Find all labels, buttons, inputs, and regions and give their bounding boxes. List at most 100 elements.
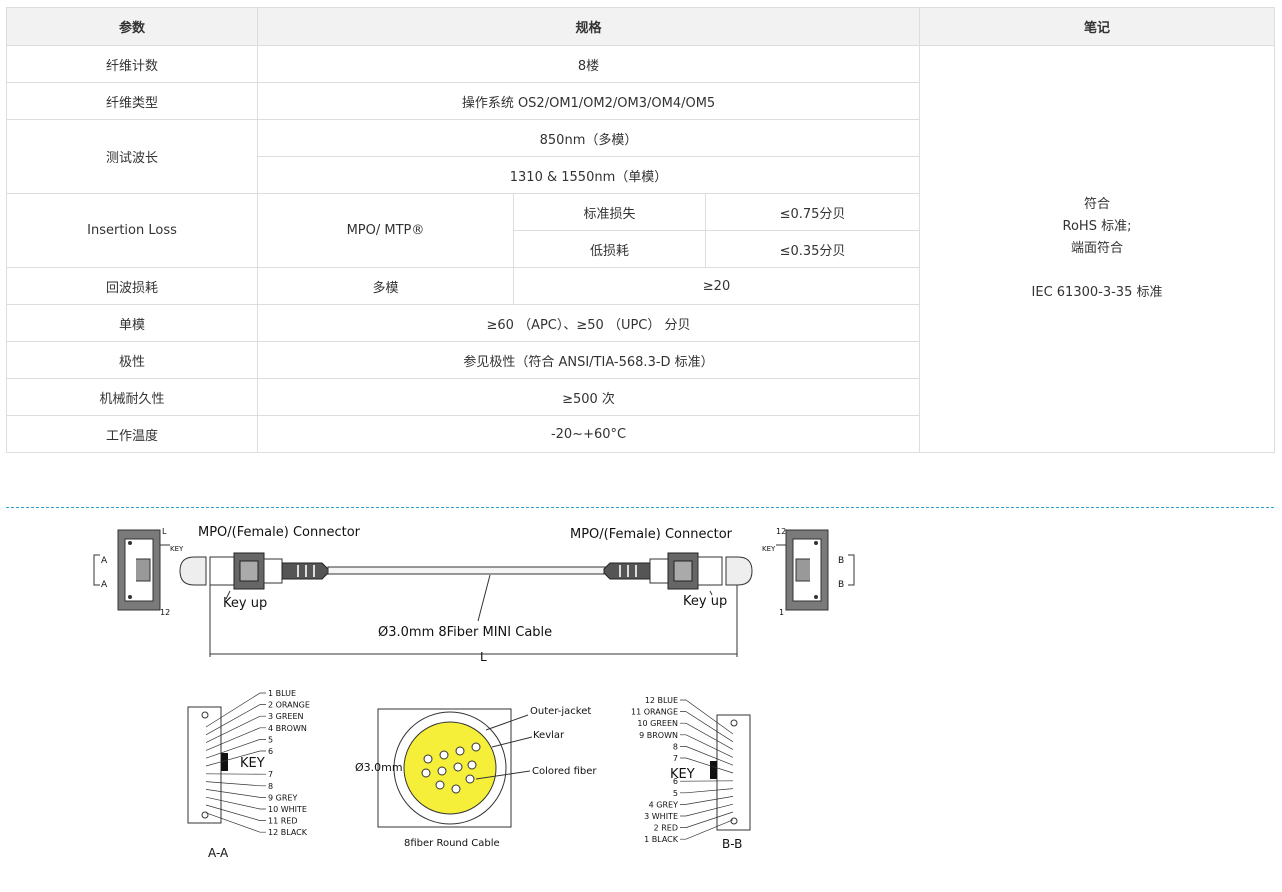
pin-leader bbox=[205, 812, 266, 833]
key-label: KEY bbox=[240, 756, 265, 771]
pin-label: 4 GREY bbox=[649, 800, 678, 809]
row-value: ≥500 次 bbox=[256, 378, 921, 416]
notes-line: 符合 bbox=[1084, 197, 1111, 212]
pin-label: 3 GREEN bbox=[268, 712, 304, 721]
right-connector bbox=[603, 552, 753, 590]
row-sublabel: 标准损失 bbox=[513, 193, 706, 231]
pin-label: 6 bbox=[268, 747, 273, 756]
pin-leader bbox=[205, 804, 266, 821]
row-sublabel: 多模 bbox=[257, 267, 514, 305]
row-value: 850nm（多模） bbox=[256, 119, 921, 157]
row-value: 1310 & 1550nm（单模） bbox=[256, 156, 921, 194]
pin-leader bbox=[680, 803, 734, 817]
pin-label: 8 bbox=[673, 742, 678, 751]
spec-table: 参数 规格 笔记 纤维计数 8楼 符合 RoHS 标准; 端面符合 IEC 61… bbox=[6, 7, 1276, 453]
side-label: A bbox=[101, 556, 108, 566]
table-row: Insertion Loss MPO/ MTP® 标准损失 ≤0.75分贝 bbox=[6, 193, 1275, 268]
table-row: 低损耗 ≤0.35分贝 bbox=[7, 230, 1275, 268]
notes-line: RoHS 标准; bbox=[1062, 219, 1132, 234]
pin-label: 12 bbox=[776, 527, 786, 536]
table-row: 纤维类型 操作系统 OS2/OM1/OM2/OM3/OM4/OM5 bbox=[6, 82, 1275, 120]
pin-leader bbox=[680, 711, 734, 743]
left-end-face: L 12 KEY A A bbox=[93, 527, 184, 617]
pin-label: 9 BROWN bbox=[639, 731, 678, 740]
colored-fiber-label: Colored fiber bbox=[532, 766, 597, 777]
length-label: L bbox=[480, 650, 487, 664]
pin-leader bbox=[205, 781, 266, 787]
table-row: 单模 ≥60 （APC）、≥50 （UPC） 分贝 bbox=[6, 304, 1275, 342]
pin-label: 12 BLACK bbox=[268, 828, 308, 837]
row-label: 纤维类型 bbox=[6, 82, 258, 120]
row-label: 回波损耗 bbox=[6, 267, 258, 305]
pin-label: L bbox=[162, 527, 167, 536]
cable-label: Ø3.0mm 8Fiber MINI Cable bbox=[378, 625, 552, 640]
table-row: 纤维计数 8楼 符合 RoHS 标准; 端面符合 IEC 61300-3-35 … bbox=[6, 45, 1276, 453]
pin-leader bbox=[680, 746, 734, 766]
outer-jacket-label: Outer-jacket bbox=[530, 706, 591, 717]
pin-leader bbox=[205, 796, 266, 810]
round-cable-section: Outer-jacket Kevlar Colored fiber Ø3.0mm… bbox=[355, 706, 597, 849]
table-row: 工作温度 -20~+60°C bbox=[6, 415, 1275, 453]
side-label: A bbox=[101, 580, 108, 590]
pin-label: 2 ORANGE bbox=[268, 701, 310, 710]
header-parameter: 参数 bbox=[6, 7, 258, 46]
pin-leader bbox=[680, 722, 734, 750]
row-label: Insertion Loss bbox=[6, 193, 258, 268]
pin-label: 4 BROWN bbox=[268, 724, 307, 733]
cable bbox=[327, 566, 611, 575]
header-notes: 笔记 bbox=[919, 7, 1276, 46]
pin-leader bbox=[205, 727, 266, 751]
pin-label: 1 BLACK bbox=[644, 835, 679, 844]
notes-line: IEC 61300-3-35 标准 bbox=[1031, 285, 1163, 300]
pin-leader bbox=[680, 811, 734, 828]
pin-label: 8 bbox=[268, 782, 273, 791]
pin-leader bbox=[205, 715, 266, 743]
section-divider bbox=[6, 507, 1274, 508]
pin-leader bbox=[680, 699, 734, 735]
header-spec: 规格 bbox=[256, 7, 921, 46]
key-block bbox=[221, 753, 228, 771]
pin-leader bbox=[680, 757, 734, 774]
notes-cell: 符合 RoHS 标准; 端面符合 IEC 61300-3-35 标准 bbox=[919, 45, 1276, 453]
diameter-label: Ø3.0mm bbox=[355, 761, 403, 774]
row-value: ≥20 bbox=[512, 267, 921, 305]
side-label: B bbox=[838, 580, 844, 590]
pin-leader bbox=[205, 789, 266, 798]
row-label: 极性 bbox=[6, 341, 258, 379]
row-value: ≤0.75分贝 bbox=[704, 193, 921, 231]
kevlar-label: Kevlar bbox=[533, 730, 565, 741]
pin-label: 12 bbox=[160, 608, 170, 617]
key-up-right-label: Key up bbox=[683, 594, 727, 609]
row-value: 8楼 bbox=[256, 45, 921, 83]
pin-label: 6 bbox=[673, 777, 678, 786]
pin-leader bbox=[680, 819, 734, 840]
pin-label: 7 bbox=[673, 754, 678, 763]
row-label: 纤维计数 bbox=[6, 45, 258, 83]
pin-leader bbox=[205, 704, 266, 736]
pin-leader bbox=[205, 692, 266, 728]
cable-diagram: L 12 KEY A A 12 1 bbox=[93, 525, 855, 860]
row-value: 操作系统 OS2/OM1/OM2/OM3/OM4/OM5 bbox=[256, 82, 921, 120]
row-label: 机械耐久性 bbox=[6, 378, 258, 416]
row-label: 测试波长 bbox=[6, 119, 258, 194]
row-sublabel: 低损耗 bbox=[513, 230, 706, 268]
row-label: 单模 bbox=[6, 304, 258, 342]
pin-label: 1 bbox=[779, 608, 784, 617]
key-label-small: KEY bbox=[170, 545, 184, 553]
pin-label: 5 bbox=[268, 735, 273, 744]
pin-label: 7 bbox=[268, 770, 273, 779]
pin-leader bbox=[205, 739, 266, 759]
row-value: -20~+60°C bbox=[256, 415, 921, 453]
fiber-core bbox=[403, 721, 497, 815]
section-aa-label: A-A bbox=[208, 846, 229, 860]
pin-leader bbox=[680, 734, 734, 758]
pin-label: 9 GREY bbox=[268, 793, 297, 802]
section-bb-label: B-B bbox=[722, 837, 742, 851]
pin-label: 3 WHITE bbox=[644, 812, 678, 821]
table-row: 回波损耗 多模 ≥20 bbox=[6, 267, 1275, 305]
row-value: ≤0.35分贝 bbox=[704, 230, 921, 268]
pin-label: 11 ORANGE bbox=[631, 708, 678, 717]
notes-line: 端面符合 bbox=[1071, 241, 1124, 256]
